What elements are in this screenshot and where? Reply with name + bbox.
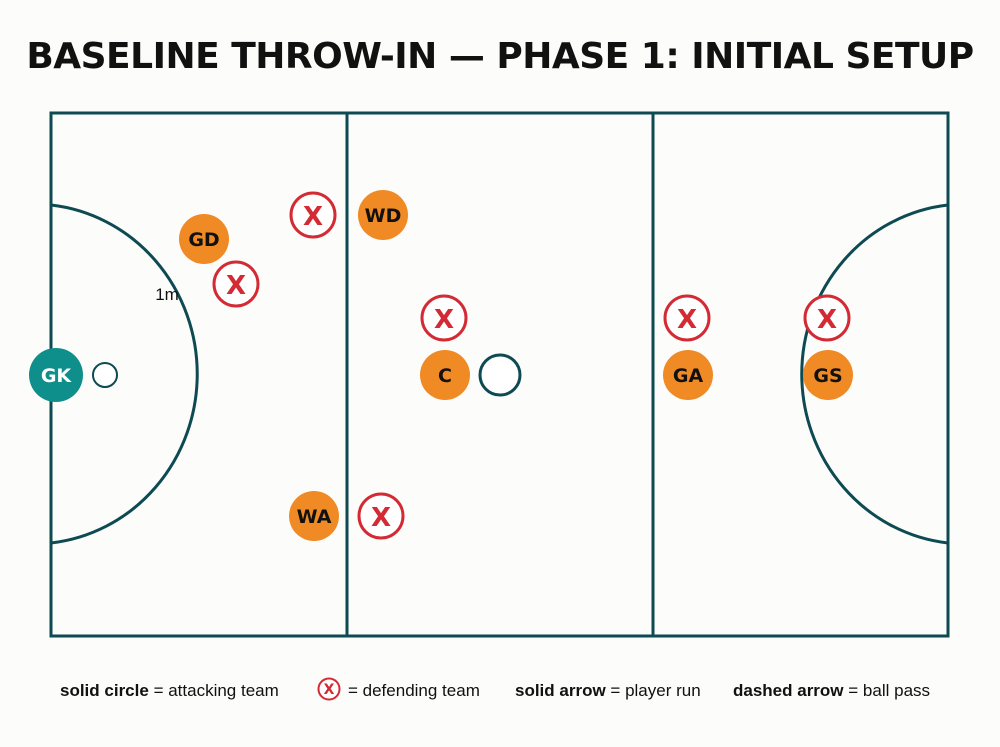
legend-dashed-arrow: dashed arrow = ball pass — [733, 681, 930, 701]
defender-marker-wd: X — [289, 191, 337, 239]
legend-defender-mark: X — [324, 682, 335, 698]
defender-mark: X — [434, 305, 454, 335]
defender-marker-gs: X — [803, 294, 851, 342]
legend-dashed-arrow-term: dashed arrow — [733, 681, 844, 700]
diagram-title: BASELINE THROW-IN — PHASE 1: INITIAL SET… — [26, 36, 974, 77]
ball-marker-gk — [92, 362, 118, 388]
legend-defender-desc: = defending team — [348, 681, 480, 700]
player-gd: GD — [179, 214, 229, 264]
player-gk: GK — [29, 348, 83, 402]
player-c-label: C — [438, 365, 452, 387]
defender-mark: X — [303, 202, 323, 232]
legend-solid-arrow-term: solid arrow — [515, 681, 606, 700]
player-gd-label: GD — [188, 229, 219, 251]
player-wa: WA — [289, 491, 339, 541]
player-gs-label: GS — [813, 365, 842, 387]
goal-circle-left — [50, 203, 199, 545]
defender-mark: X — [226, 271, 246, 301]
defender-mark: X — [817, 305, 837, 335]
player-c: C — [420, 350, 470, 400]
goal-circle-right — [800, 203, 949, 545]
player-ga: GA — [663, 350, 713, 400]
player-ga-label: GA — [673, 365, 704, 387]
player-wa-label: WA — [297, 506, 332, 528]
player-wd-label: WD — [365, 205, 402, 227]
player-gk-label: GK — [41, 365, 73, 387]
legend-solid-circle: solid circle = attacking team — [60, 681, 279, 701]
defender-marker-c: X — [420, 294, 468, 342]
distance-label: 1m — [155, 285, 179, 304]
defender-mark: X — [677, 305, 697, 335]
legend-solid-arrow-desc: = player run — [610, 681, 701, 700]
defender-marker-wa: X — [357, 492, 405, 540]
legend-solid-circle-desc: = attacking team — [153, 681, 279, 700]
defender-mark: X — [371, 503, 391, 533]
ball-marker-centre — [478, 353, 522, 397]
legend-dashed-arrow-desc: = ball pass — [848, 681, 931, 700]
legend-solid-arrow: solid arrow = player run — [515, 681, 701, 701]
player-gs: GS — [803, 350, 853, 400]
legend: solid circle = attacking team X = defend… — [0, 677, 1000, 706]
defender-marker-gd: X — [212, 260, 260, 308]
defender-marker-ga: X — [663, 294, 711, 342]
player-wd: WD — [358, 190, 408, 240]
legend-solid-circle-term: solid circle — [60, 681, 149, 700]
legend-defender-icon: X — [317, 677, 341, 701]
